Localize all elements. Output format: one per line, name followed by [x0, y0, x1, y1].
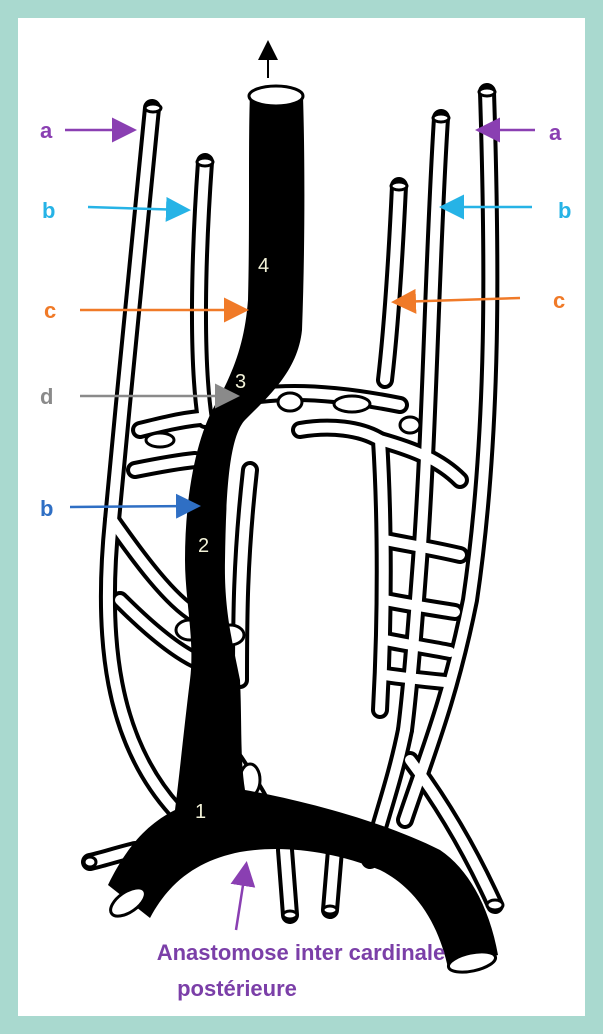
label-a-right: a	[549, 120, 562, 145]
arrow-b-left-top	[88, 207, 186, 210]
segment-number-1: 1	[195, 801, 206, 823]
label-c-left: c	[44, 298, 56, 323]
segment-number-4: 4	[258, 255, 269, 277]
arrow-b-left-bottom	[70, 506, 196, 507]
label-a-left: a	[40, 118, 53, 143]
arrow-anastomosis	[236, 866, 246, 930]
label-c-right: c	[553, 288, 565, 313]
label-b-left-top: b	[42, 198, 55, 223]
label-d: d	[40, 384, 53, 409]
label-b-left-bottom: b	[40, 496, 53, 521]
caption-line-2: postérieure	[177, 976, 297, 1001]
caption-line-1: Anastomose inter cardinale	[157, 940, 446, 965]
arrow-c-right	[396, 298, 520, 302]
segment-number-3: 3	[235, 371, 246, 393]
segment-number-2: 2	[198, 535, 209, 557]
label-b-right: b	[558, 198, 571, 223]
